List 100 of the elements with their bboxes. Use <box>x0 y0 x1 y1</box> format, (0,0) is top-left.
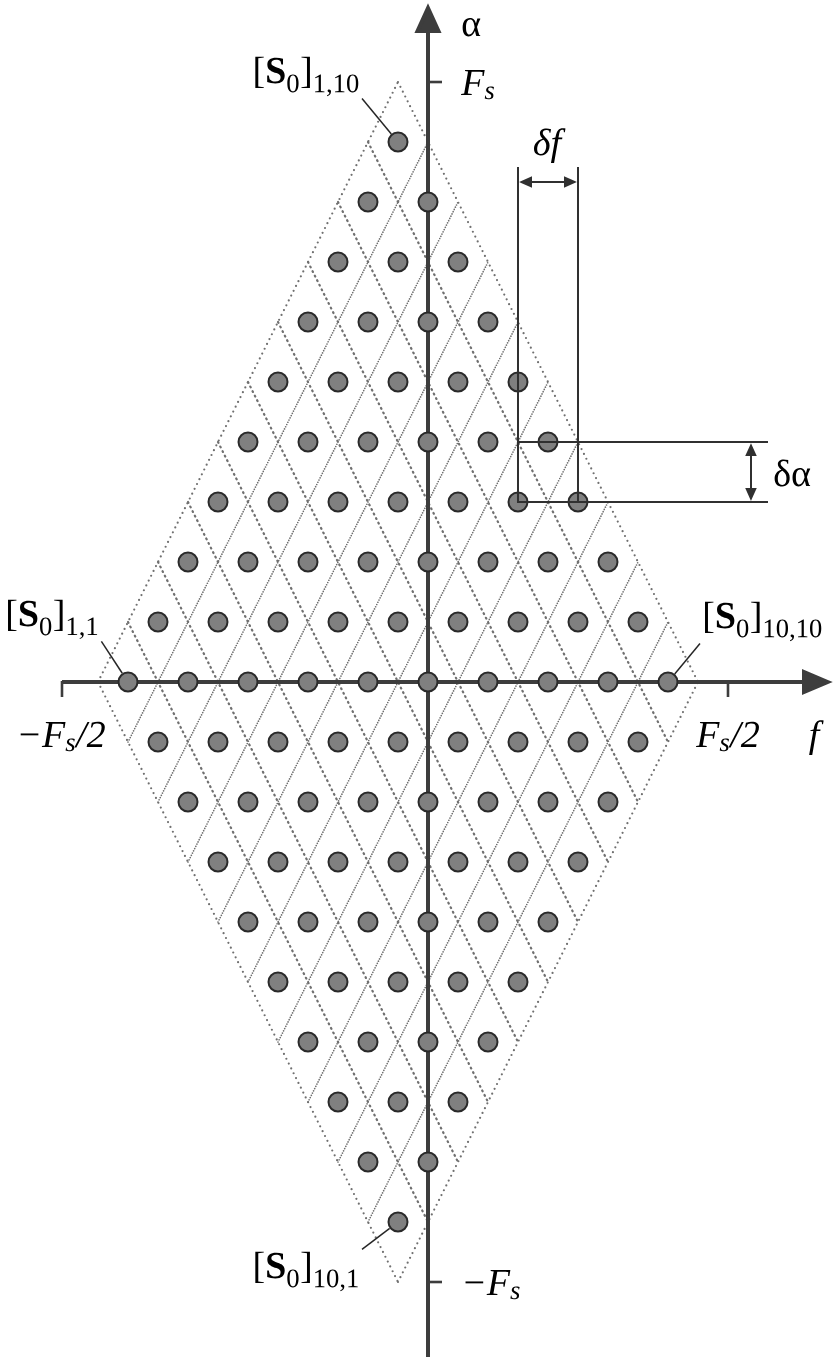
lattice-dot <box>237 911 259 933</box>
leader-line <box>100 640 123 674</box>
lattice-dot <box>237 431 259 453</box>
lattice-dot <box>207 611 229 633</box>
lattice-dot <box>417 1151 439 1173</box>
lattice-dot <box>537 551 559 573</box>
lattice-dot <box>447 371 469 393</box>
lattice-dot <box>327 851 349 873</box>
lattice-dot <box>447 491 469 513</box>
lattice-dot <box>297 431 319 453</box>
lattice-dot <box>507 611 529 633</box>
lattice-dot <box>387 131 409 153</box>
lattice-dot <box>477 791 499 813</box>
lattice-dot <box>297 311 319 333</box>
lattice-dot <box>357 671 379 693</box>
tick-label: F$_{s}$/2 <box>696 721 759 752</box>
lattice-dot <box>267 611 289 633</box>
lattice-dot <box>237 551 259 573</box>
lattice-dot <box>327 491 349 513</box>
lattice-dot <box>447 1091 469 1113</box>
lattice-dot <box>537 911 559 933</box>
lattice-dot <box>507 851 529 873</box>
lattice-dot <box>387 371 409 393</box>
lattice-dot <box>447 971 469 993</box>
lattice-dot <box>327 611 349 633</box>
lattice-dot <box>477 911 499 933</box>
tick-label: −F$_{s}$/2 <box>20 721 105 752</box>
lattice-dot <box>147 611 169 633</box>
lattice-dot <box>177 671 199 693</box>
lattice-dot <box>507 971 529 993</box>
lattice-dot <box>327 731 349 753</box>
lattice-dot <box>267 731 289 753</box>
lattice-dot <box>297 911 319 933</box>
lattice-dot <box>477 671 499 693</box>
lattice-dot <box>327 371 349 393</box>
lattice-dot <box>417 791 439 813</box>
lattice-dot <box>537 791 559 813</box>
lattice-dot <box>387 731 409 753</box>
lattice-dot <box>297 791 319 813</box>
lattice-dot <box>537 431 559 453</box>
lattice-dot <box>357 311 379 333</box>
lattice-dot <box>207 851 229 873</box>
lattice-dot <box>537 671 559 693</box>
lattice-dot <box>507 731 529 753</box>
lattice-dot <box>447 851 469 873</box>
lattice-dot <box>357 191 379 213</box>
lattice-dot <box>297 671 319 693</box>
lattice-dot <box>417 551 439 573</box>
lattice-dot <box>567 731 589 753</box>
leader-line <box>361 97 393 135</box>
lattice-dot <box>387 971 409 993</box>
lattice-dot <box>237 791 259 813</box>
lattice-dot <box>477 431 499 453</box>
lattice-dot <box>507 491 529 513</box>
lattice-dot <box>357 551 379 573</box>
lattice-dot <box>507 371 529 393</box>
lattice-dot <box>117 671 139 693</box>
lattice-dot <box>207 491 229 513</box>
point-label: [S$_{0}$]$_{1,1}$ <box>8 599 98 640</box>
dimension-label: δα <box>774 459 811 487</box>
dimension-label: δf <box>534 128 566 164</box>
lattice-dot <box>267 371 289 393</box>
lattice-dot <box>657 671 679 693</box>
lattice-dot <box>387 611 409 633</box>
point-label: [S$_{0}$]$_{10,1}$ <box>255 1251 358 1292</box>
lattice-dot <box>417 671 439 693</box>
lattice-dot <box>267 851 289 873</box>
lattice-dot <box>357 911 379 933</box>
lattice-dot <box>417 191 439 213</box>
lattice-dot <box>387 491 409 513</box>
point-label: [S$_{0}$]$_{10,10}$ <box>705 601 822 642</box>
tick-label: −F$_{s}$ <box>465 1270 520 1300</box>
lattice-dot <box>357 431 379 453</box>
lattice-dot <box>477 1031 499 1053</box>
lattice-dot <box>177 551 199 573</box>
lattice-dot <box>327 971 349 993</box>
lattice-dot <box>267 971 289 993</box>
leader-line <box>673 642 701 675</box>
axis-label: α <box>462 18 481 37</box>
lattice-dot <box>477 551 499 573</box>
lattice-dot <box>387 851 409 873</box>
leader-line <box>361 1227 391 1251</box>
lattice-dot <box>387 251 409 273</box>
lattice-dot <box>297 551 319 573</box>
lattice-dot <box>267 491 289 513</box>
lattice-dot <box>417 311 439 333</box>
lattice-dot <box>327 251 349 273</box>
lattice-dot <box>477 311 499 333</box>
lattice-dot <box>237 671 259 693</box>
axis-label: f <box>809 720 824 756</box>
lattice-dot <box>597 791 619 813</box>
lattice-dot <box>417 911 439 933</box>
lattice-dot <box>447 611 469 633</box>
lattice-dot <box>147 731 169 753</box>
lattice-dot <box>567 851 589 873</box>
lattice-dot <box>387 1211 409 1233</box>
lattice-dot <box>357 1151 379 1173</box>
lattice-dot <box>567 491 589 513</box>
lattice-dot <box>387 1091 409 1113</box>
lattice-dot <box>627 611 649 633</box>
